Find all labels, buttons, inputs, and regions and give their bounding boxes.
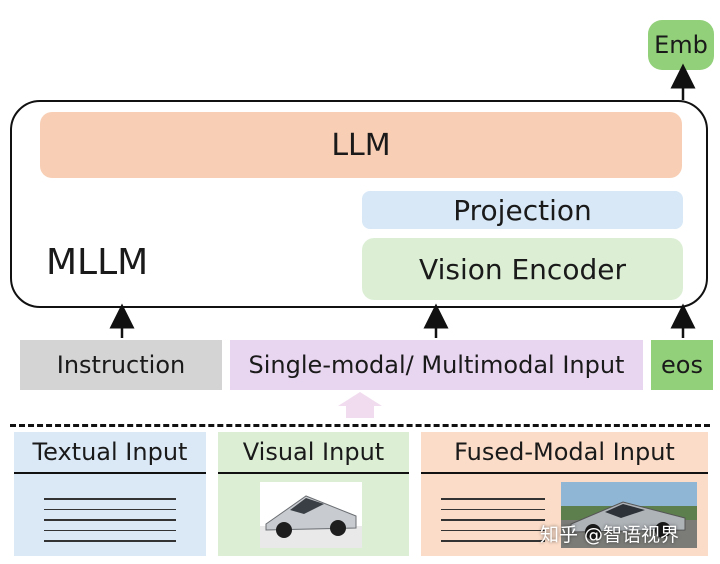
car-image-icon [561, 482, 697, 548]
text-lines-icon [441, 498, 545, 551]
vision-encoder-block: Vision Encoder [362, 238, 683, 300]
car-image-icon [260, 482, 362, 548]
multimodal-input-box: Single-modal/ Multimodal Input [230, 340, 643, 390]
instruction-box: Instruction [20, 340, 222, 390]
watermark-text: 知乎 @智语视界 [540, 524, 680, 546]
fused-input-panel: Fused-Modal Input [421, 432, 708, 556]
fused-input-title: Fused-Modal Input [421, 432, 708, 474]
mllm-container [10, 100, 708, 308]
visual-input-label: Visual Input [242, 438, 385, 466]
emb-output-box: Emb [648, 20, 714, 70]
textual-input-label: Textual Input [32, 438, 188, 466]
emb-label: Emb [654, 31, 708, 59]
multimodal-input-label: Single-modal/ Multimodal Input [248, 351, 625, 379]
projection-block: Projection [362, 191, 683, 229]
dashed-divider [10, 424, 710, 427]
fused-input-label: Fused-Modal Input [454, 438, 675, 466]
mllm-label: MLLM [46, 242, 149, 283]
up-arrow-icon [338, 392, 382, 418]
eos-label: eos [661, 351, 703, 379]
visual-input-title: Visual Input [218, 432, 409, 474]
instruction-label: Instruction [56, 351, 186, 379]
text-lines-icon [44, 498, 176, 551]
llm-block: LLM [40, 112, 682, 178]
eos-box: eos [651, 340, 713, 390]
projection-label: Projection [453, 193, 592, 227]
textual-input-panel: Textual Input [14, 432, 206, 556]
textual-input-title: Textual Input [14, 432, 206, 474]
visual-input-panel: Visual Input [218, 432, 409, 556]
vision-encoder-label: Vision Encoder [419, 252, 626, 286]
llm-label: LLM [331, 127, 391, 163]
